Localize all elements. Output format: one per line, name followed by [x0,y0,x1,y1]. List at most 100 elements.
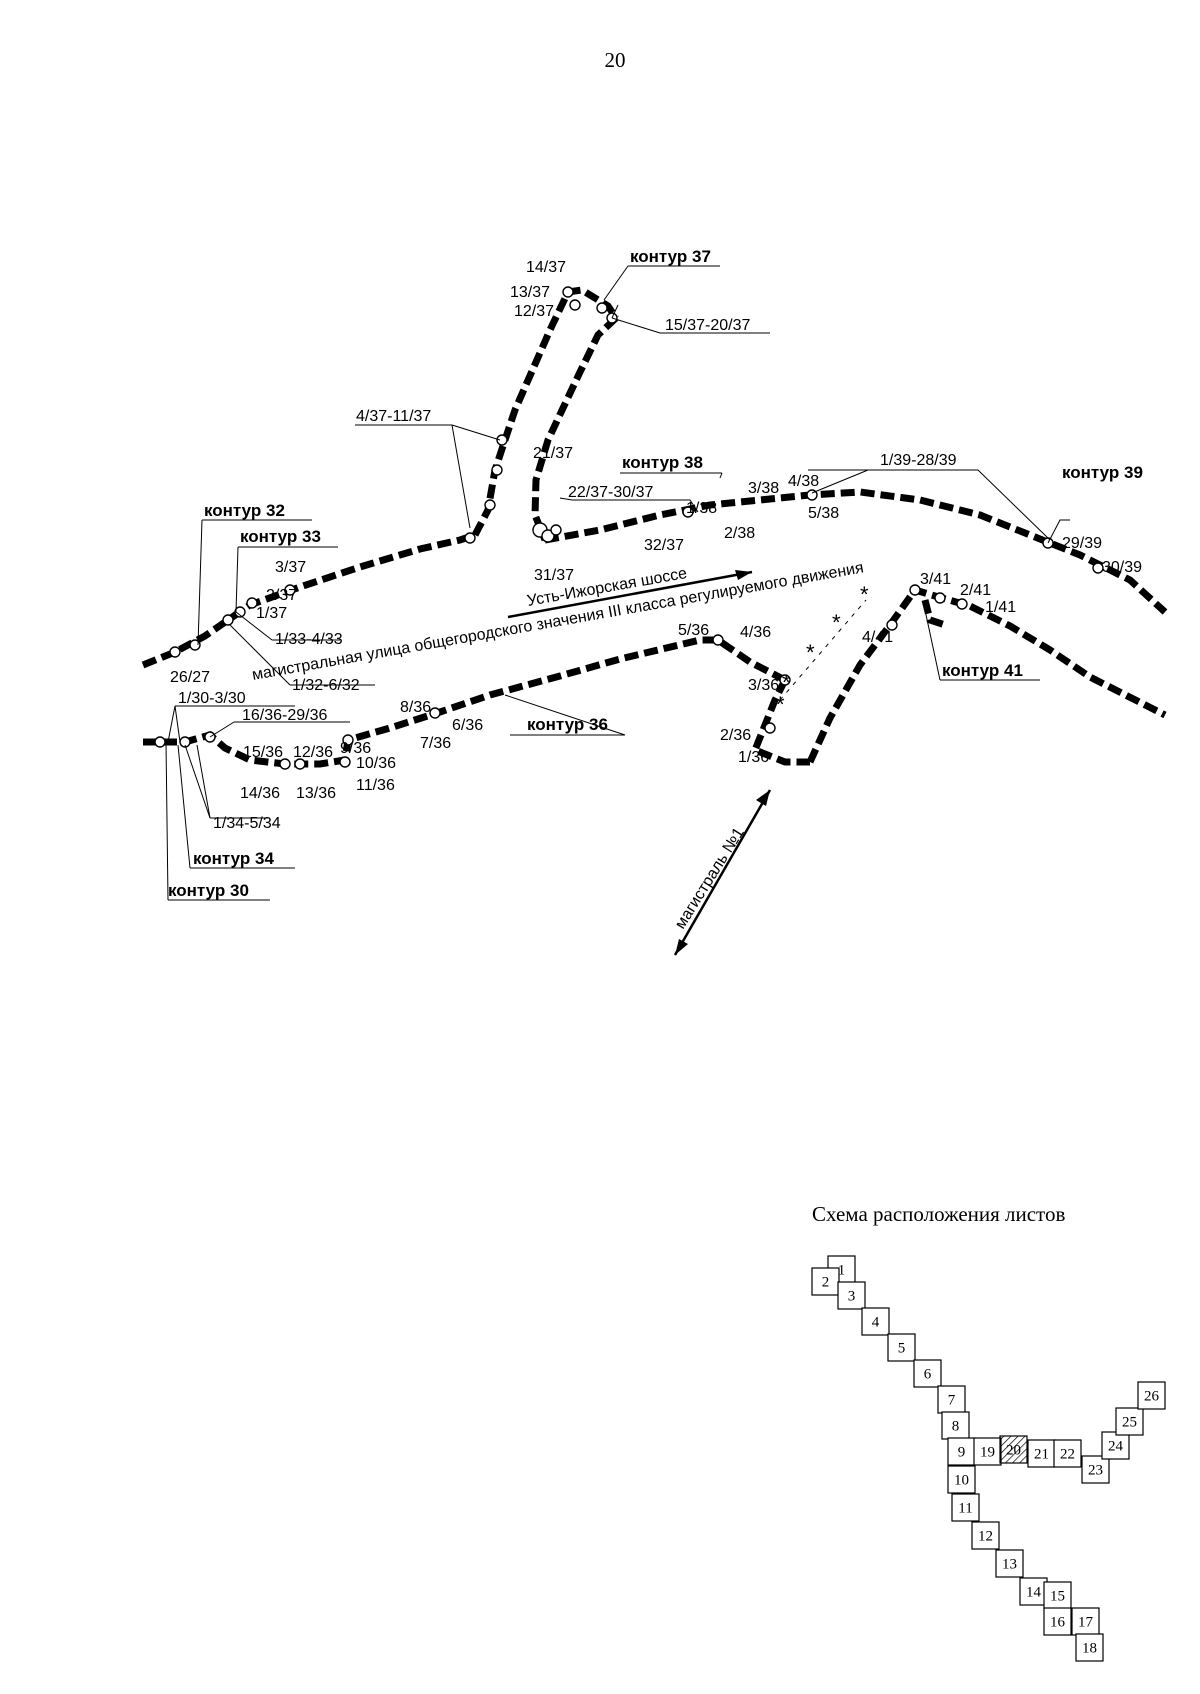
sheet-box-15 [1043,1581,1072,1610]
point-label: 15/36 [243,744,283,761]
sheet-number-7: 7 [948,1393,956,1409]
point-label: 2/41 [960,582,991,599]
contour-label-41: контур 41 [942,661,1023,680]
route-contour-37-left [471,286,619,537]
sheet-number-26: 26 [1144,1389,1160,1405]
point-label: 13/37 [510,284,550,301]
sheet-number-22: 22 [1060,1447,1075,1463]
leader-lines [165,265,1070,901]
point-label: 1/38 [686,500,717,517]
point-label: 15/37-20/37 [665,317,751,334]
svg-text:*: * [832,610,841,635]
sheet-number-11: 11 [958,1501,972,1517]
point-label: 1/34-5/34 [213,815,281,832]
sheet-number-10: 10 [954,1473,969,1489]
sheet-box-26 [1137,1381,1166,1410]
point-labels: 14/37 13/37 12/37 15/37-20/37 4/37-11/37… [170,259,1142,832]
sheet-number-6: 6 [924,1367,932,1383]
point-label: 2/36 [720,727,751,744]
sheet-number-18: 18 [1082,1641,1097,1657]
sheet-number-1: 1 [838,1263,846,1279]
point-label: 4/41 [862,629,893,646]
route-map: * * * * * [141,247,1168,956]
sheet-number-5: 5 [898,1341,906,1357]
route-contour-36-south [750,678,810,766]
point-label: 4/36 [740,624,771,641]
page-number: 20 [604,48,626,72]
contour-label-32: контур 32 [204,501,285,520]
point-label: 1/41 [985,599,1016,616]
sheet-box-13 [995,1549,1024,1578]
sheet-number-17: 17 [1078,1615,1094,1631]
sheet-box-18 [1075,1633,1104,1662]
point-label: 31/37 [534,567,574,584]
sheet-box-5 [887,1333,916,1362]
sheet-number-14: 14 [1026,1585,1042,1601]
contour-label-34: контур 34 [193,849,274,868]
sheet-box-24 [1101,1431,1130,1460]
point-label: 22/37-30/37 [568,484,654,501]
sheet-box-9 [947,1437,976,1466]
sheet-box-25 [1115,1407,1144,1436]
sheet-box-14 [1019,1577,1048,1606]
road-label-main1: магистраль №1 [672,825,748,932]
contour-label-30: контур 30 [168,881,249,900]
route-contour-41-spur [921,599,947,629]
sheet-number-16: 16 [1050,1615,1066,1631]
sheet-number-3: 3 [848,1289,856,1305]
point-label: 9/36 [340,740,371,757]
sheet-box-23 [1081,1455,1110,1484]
sheet-box-21 [1027,1439,1056,1468]
sheet-box-4 [861,1307,890,1336]
point-label: 2/37 [266,587,297,604]
point-label: 3/41 [920,571,951,588]
point-label: 8/36 [400,699,431,716]
sheet-number-15: 15 [1050,1589,1065,1605]
direction-arrows [507,570,772,956]
point-label: 5/36 [678,622,709,639]
point-label: 4/38 [788,473,819,490]
point-label: 3/37 [275,559,306,576]
asterisk-markers: * * * * * [776,582,869,717]
point-label: 3/36 [748,677,779,694]
contour-label-36: контур 36 [527,715,608,734]
sheet-number-4: 4 [872,1315,880,1331]
point-label: 29/39 [1062,535,1102,552]
sheet-box-12 [971,1521,1000,1550]
svg-text:*: * [776,692,785,717]
point-label: 1/39-28/39 [880,452,957,469]
route-contour-38-39 [544,488,1168,615]
sheet-box-11 [951,1493,980,1522]
sheet-number-21: 21 [1034,1447,1049,1463]
point-label: 1/37 [256,605,287,622]
point-label: 10/36 [356,755,396,772]
route-contour-36 [143,636,787,768]
sheet-scheme-title: Схема расположения листов [812,1202,1066,1226]
sheet-box-17 [1071,1607,1100,1636]
point-label: 16/36-29/36 [242,707,328,724]
sheet-number-23: 23 [1088,1463,1103,1479]
point-label: 5/38 [808,505,839,522]
point-label: 2/38 [724,525,755,542]
sheet-number-2: 2 [822,1275,830,1291]
sheet-box-6 [913,1359,942,1388]
sheet-number-13: 13 [1002,1557,1017,1573]
point-label: 32/37 [644,537,684,554]
sheet-box-7 [937,1385,966,1414]
svg-text:*: * [782,670,791,695]
point-label: 14/36 [240,785,280,802]
sheet-number-25: 25 [1122,1415,1137,1431]
point-label: 11/36 [356,777,395,794]
contour-label-39: контур 39 [1062,463,1143,482]
svg-text:*: * [860,582,869,607]
point-label: 21/37 [533,445,573,462]
sheet-number-8: 8 [952,1419,960,1435]
point-label: 1/36 [738,749,769,766]
point-label: 4/37-11/37 [356,408,431,425]
sheet-number-9: 9 [958,1445,966,1461]
svg-text:*: * [806,640,815,665]
sheet-number-12: 12 [978,1529,993,1545]
sheet-box-20 [999,1435,1028,1464]
point-label: 13/36 [296,785,336,802]
point-label: 1/32-6/32 [292,677,360,694]
